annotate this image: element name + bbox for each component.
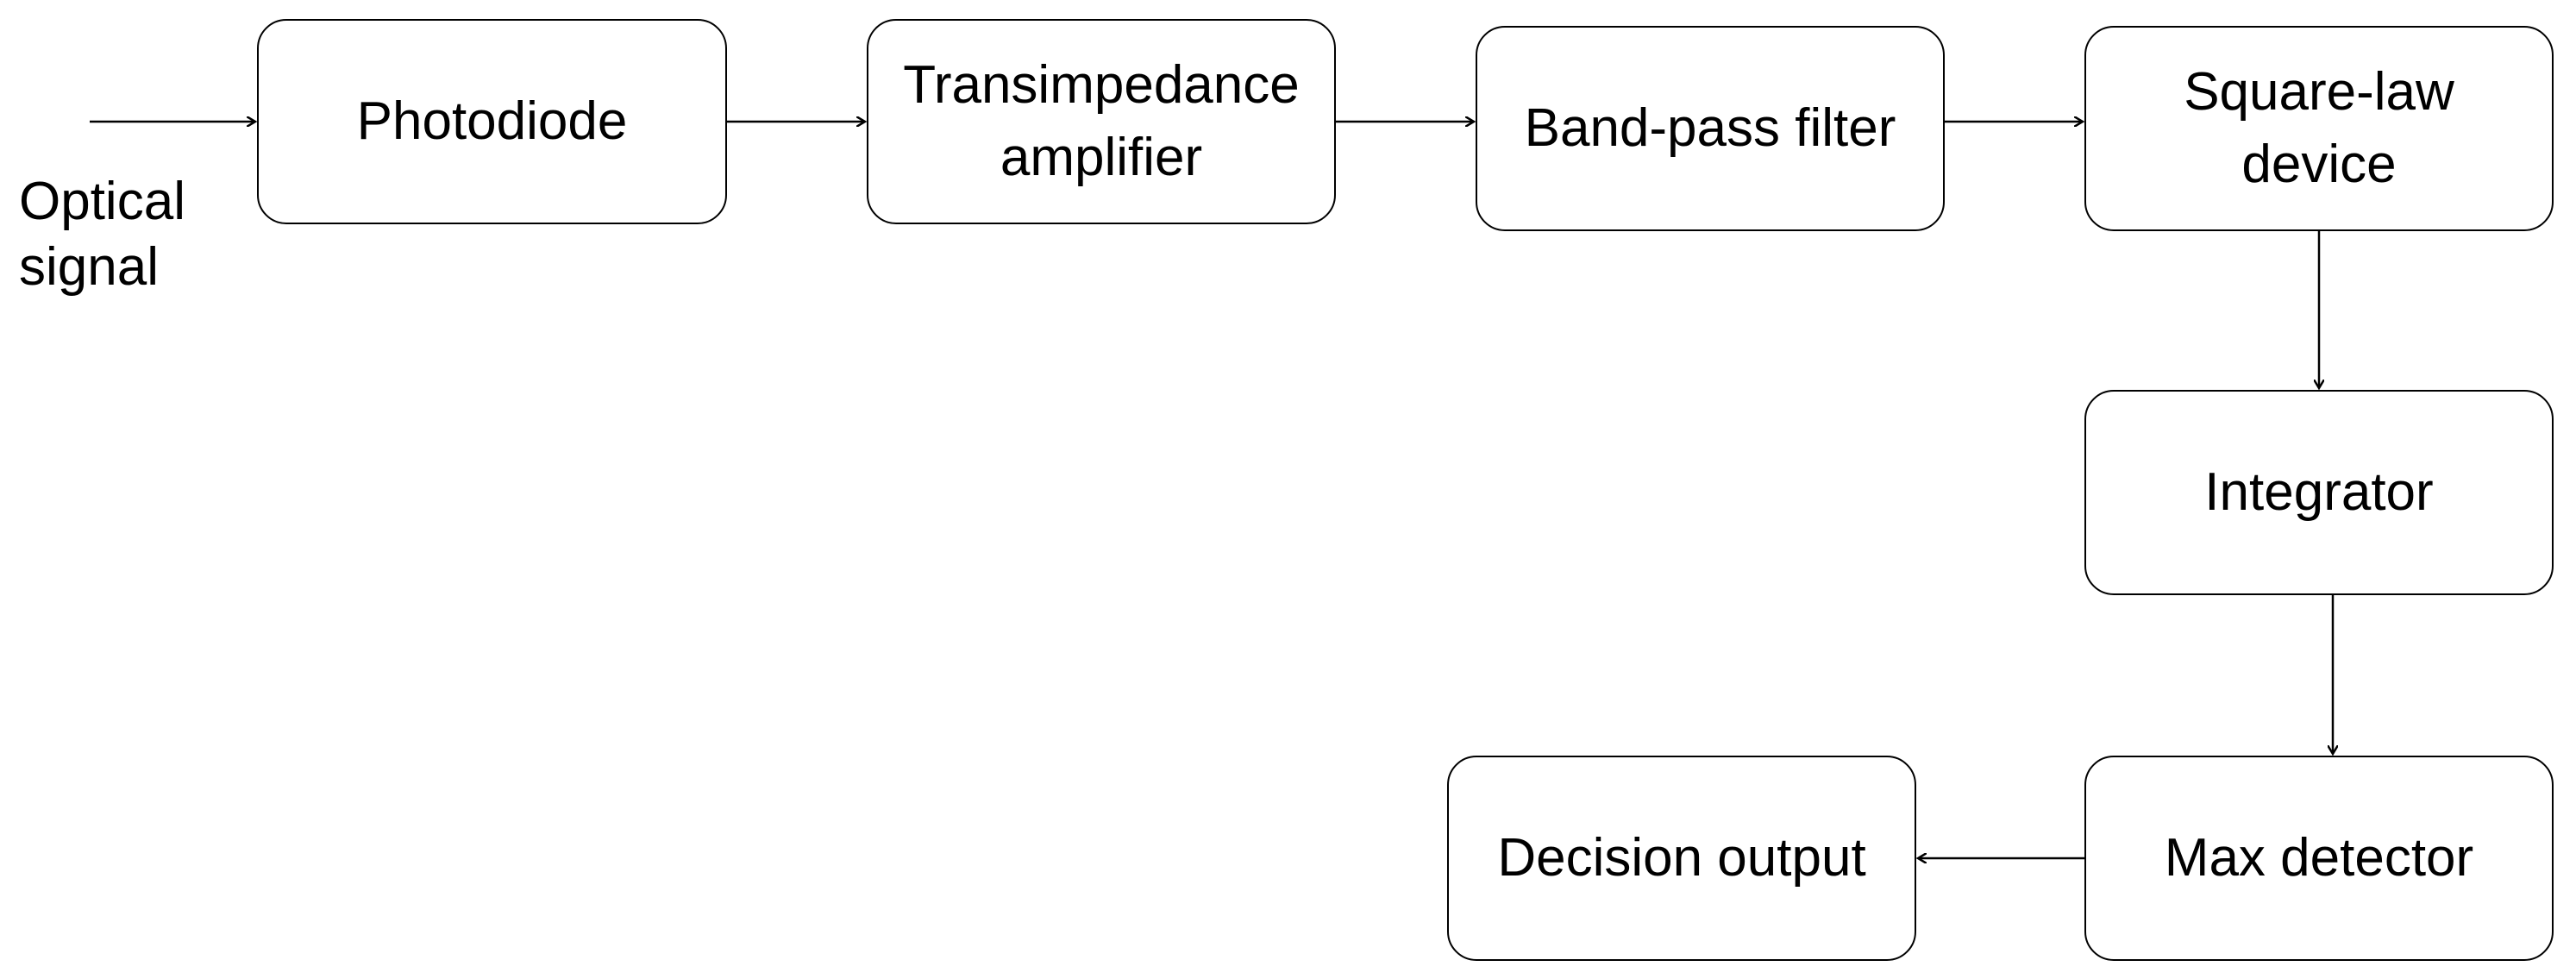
block-photodiode: Photodiode <box>257 19 727 224</box>
block-transimpedance-amplifier: Transimpedance amplifier <box>867 19 1336 224</box>
block-label-max-detector: Max detector <box>2164 828 2474 888</box>
block-band-pass-filter: Band-pass filter <box>1476 26 1945 231</box>
block-decision-output: Decision output <box>1447 756 1916 961</box>
block-label-integrator: Integrator <box>2204 462 2434 522</box>
block-label-band-pass-filter: Band-pass filter <box>1524 98 1896 158</box>
block-integrator: Integrator <box>2084 390 2554 595</box>
block-label-square-law-device: Square-law device <box>2184 62 2454 194</box>
block-max-detector: Max detector <box>2084 756 2554 961</box>
input-label-optical-signal: Optical signal <box>19 172 185 297</box>
block-square-law-device: Square-law device <box>2084 26 2554 231</box>
block-label-photodiode: Photodiode <box>356 91 628 151</box>
block-label-transimpedance-amplifier: Transimpedance amplifier <box>903 55 1300 187</box>
block-label-decision-output: Decision output <box>1497 828 1866 888</box>
